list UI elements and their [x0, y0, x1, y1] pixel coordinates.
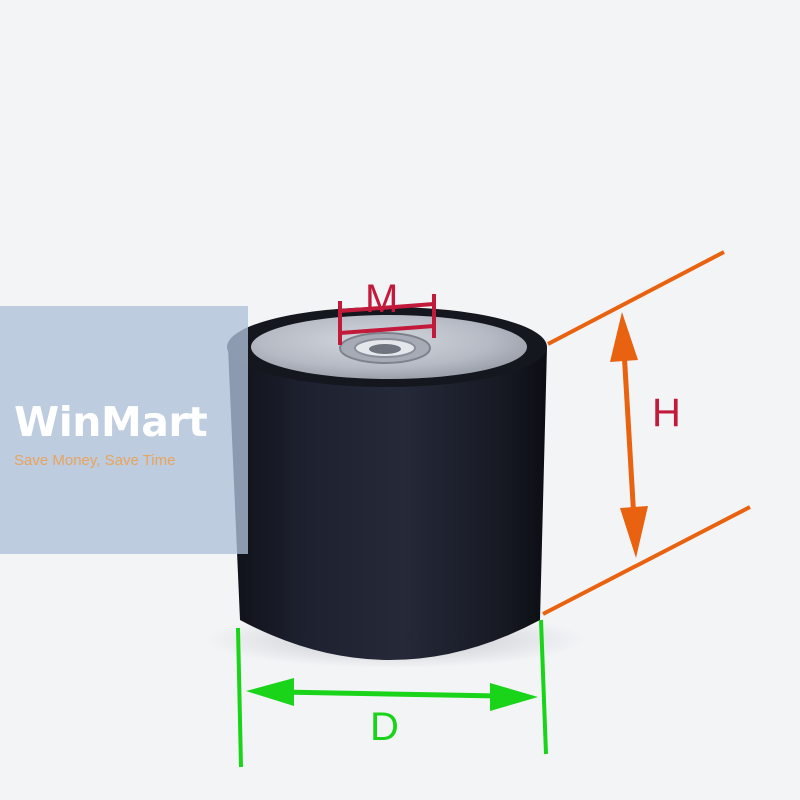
threaded-hole-core — [369, 344, 401, 354]
diameter-dimension-marker — [236, 619, 548, 768]
height-dimension-marker — [542, 250, 751, 616]
diameter-dimension-label: D — [370, 705, 399, 749]
watermark-box: WinMart Save Money, Save Time — [0, 306, 248, 554]
brand-logo: WinMart — [14, 398, 208, 446]
rubber-cylinder-body — [228, 347, 547, 660]
hole-dimension-label: M — [365, 277, 399, 321]
rubber-mount — [227, 307, 547, 660]
hole-dimension-marker — [338, 294, 436, 345]
brand-tagline: Save Money, Save Time — [14, 452, 176, 469]
height-dimension-label: H — [652, 391, 681, 435]
